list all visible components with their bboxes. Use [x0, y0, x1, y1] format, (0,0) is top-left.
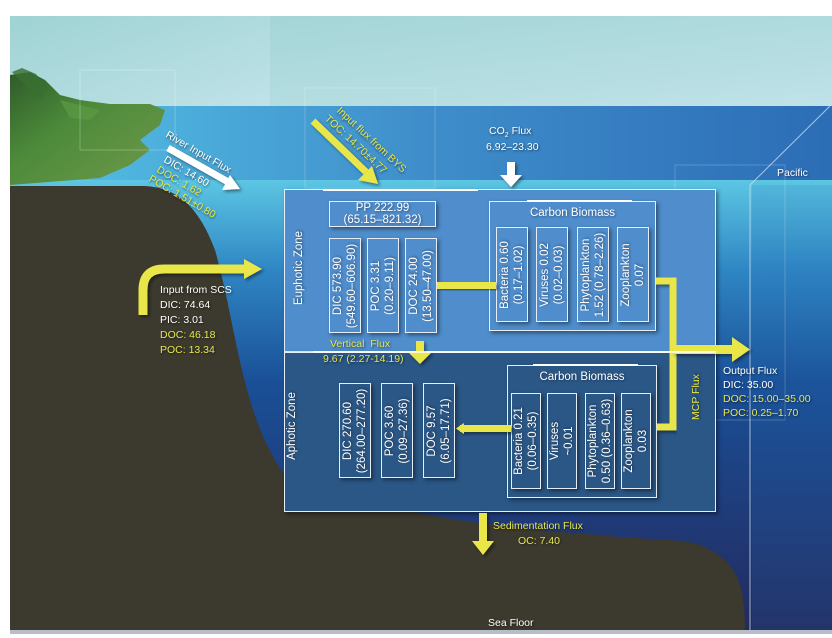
sedimentation-flux-title: Sedimentation Flux — [493, 520, 583, 532]
aphotic-bacteria-box: Bacteria 0.21(0.06–0.35) — [511, 393, 541, 489]
aphotic-doc-box: DOC 9.57(6.05–17.71) — [423, 383, 455, 478]
sedimentation-flux-value: OC: 7.40 — [518, 535, 561, 547]
aphotic-poc-box: POC 3.60(0.09–27.36) — [381, 383, 413, 478]
aphotic-viruses-box: Viruses~0.01 — [547, 393, 577, 489]
euphotic-dic-box: DIC 573.90(549.60–606.90) — [329, 238, 361, 333]
co2-flux-label: CO2 Flux — [489, 125, 532, 140]
mcp-flux-label: MCP Flux — [690, 374, 702, 420]
output-flux-text: Output Flux DIC: 35.00 DOC: 15.00–35.00 … — [723, 365, 811, 419]
aphotic-zone — [284, 352, 716, 512]
scs-input-text: Input from SCS DIC: 74.64 PIC: 3.01 DOC:… — [160, 284, 232, 356]
pacific-label: Pacific — [777, 167, 808, 179]
euphotic-poc-box: POC 3.31(0.20–9.11) — [367, 238, 399, 333]
euphotic-doc-box: DOC 24.00(13.50–47.00) — [405, 238, 437, 333]
sea-floor-label: Sea Floor — [488, 617, 534, 629]
euphotic-viruses-box: Viruses 0.02(0.02–0.03) — [536, 227, 568, 322]
co2-flux-value: 6.92–23.30 — [486, 141, 539, 153]
aphotic-zone-label: Aphotic Zone — [285, 392, 298, 460]
primary-production-box: PP 222.99 (65.15–821.32) — [329, 201, 436, 227]
vertical-flux-value: 9.67 (2.27-14.19) — [323, 353, 404, 365]
aphotic-dic-box: DIC 270.60(264.00–277.20) — [339, 383, 371, 478]
euphotic-bacteria-box: Bacteria 0.60(0.17–1.02) — [496, 227, 528, 322]
vertical-flux-title: Vertical Flux — [330, 338, 391, 350]
coastline-land — [10, 72, 165, 185]
euphotic-zone — [284, 189, 716, 352]
